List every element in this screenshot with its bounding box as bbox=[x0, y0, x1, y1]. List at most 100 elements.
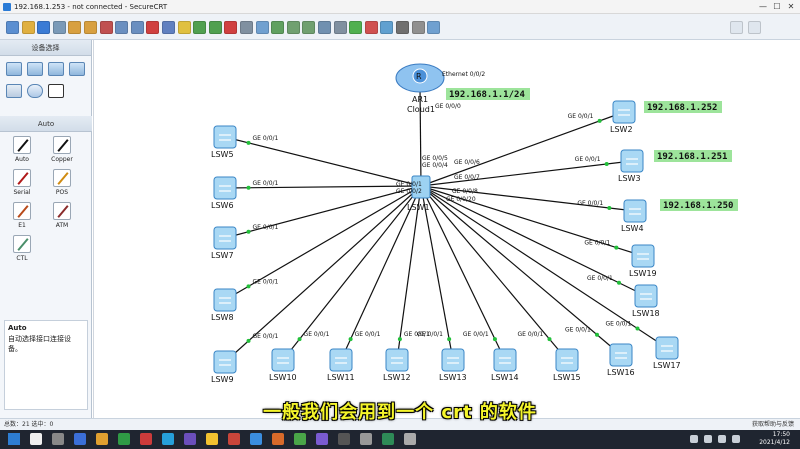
app-icon[interactable] bbox=[250, 433, 262, 445]
task-view-icon[interactable] bbox=[52, 433, 64, 445]
stop-all-icon[interactable] bbox=[364, 21, 378, 34]
select-icon[interactable] bbox=[162, 21, 175, 34]
help-feedback-link[interactable]: 获取帮助与反馈 bbox=[751, 421, 794, 428]
app-icon[interactable] bbox=[360, 433, 372, 445]
switch-icon[interactable] bbox=[213, 226, 237, 250]
comment-icon[interactable] bbox=[730, 21, 743, 34]
maximize-button[interactable]: ☐ bbox=[773, 2, 781, 11]
grid-icon[interactable] bbox=[333, 21, 347, 34]
paste-icon[interactable] bbox=[130, 21, 144, 34]
start-icon[interactable] bbox=[208, 21, 222, 34]
capture-all-icon[interactable] bbox=[380, 21, 394, 34]
print-icon[interactable] bbox=[52, 21, 66, 34]
new-icon[interactable] bbox=[6, 21, 19, 34]
switch-icon[interactable] bbox=[213, 350, 237, 374]
switch-name-lsw14: LSW14 bbox=[491, 373, 519, 382]
settings-icon[interactable] bbox=[240, 21, 253, 34]
drag-icon[interactable] bbox=[177, 21, 191, 34]
switch-icon[interactable] bbox=[631, 244, 655, 268]
volume-tray-icon[interactable] bbox=[704, 435, 712, 443]
switch-category-icon[interactable] bbox=[27, 62, 43, 76]
core-switch-icon[interactable] bbox=[411, 175, 431, 199]
switch-icon[interactable] bbox=[655, 336, 679, 360]
app-icon[interactable] bbox=[206, 433, 218, 445]
app-icon[interactable] bbox=[338, 433, 350, 445]
cable-e1[interactable]: E1 bbox=[6, 202, 38, 229]
switch-icon[interactable] bbox=[612, 100, 636, 124]
switch-icon[interactable] bbox=[385, 348, 409, 372]
app-icon[interactable] bbox=[404, 433, 416, 445]
cable-ctl[interactable]: CTL bbox=[6, 235, 38, 262]
switch-icon[interactable] bbox=[634, 284, 658, 308]
switch-icon[interactable] bbox=[441, 348, 465, 372]
cable-pos[interactable]: POS bbox=[46, 169, 78, 196]
zoom-out-icon[interactable] bbox=[302, 21, 316, 34]
network-tray-icon[interactable] bbox=[690, 435, 698, 443]
switch-icon[interactable] bbox=[213, 288, 237, 312]
firewall-category-icon[interactable] bbox=[69, 62, 85, 76]
open-icon[interactable] bbox=[21, 21, 35, 34]
console-icon[interactable] bbox=[396, 21, 409, 34]
switch-icon[interactable] bbox=[620, 149, 644, 173]
link-status-dot bbox=[595, 332, 599, 337]
file-explorer-icon[interactable] bbox=[96, 433, 108, 445]
zoom-in-icon[interactable] bbox=[286, 21, 300, 34]
switch-icon[interactable] bbox=[555, 348, 579, 372]
app-icon[interactable] bbox=[272, 433, 284, 445]
app-icon[interactable] bbox=[294, 433, 306, 445]
switch-icon[interactable] bbox=[271, 348, 295, 372]
save-icon[interactable] bbox=[37, 21, 51, 34]
browser-icon[interactable] bbox=[74, 433, 86, 445]
stop-icon[interactable] bbox=[224, 21, 238, 34]
help-icon[interactable] bbox=[427, 21, 441, 34]
switch-icon[interactable] bbox=[609, 343, 633, 367]
start-icon[interactable] bbox=[8, 433, 20, 445]
menu-icon[interactable] bbox=[748, 21, 761, 34]
clock-time: 17:50 bbox=[772, 431, 790, 438]
ime-tray-icon[interactable] bbox=[718, 435, 726, 443]
pc-category-icon[interactable] bbox=[6, 84, 22, 98]
cli-icon[interactable] bbox=[411, 21, 425, 34]
fit-icon[interactable] bbox=[318, 21, 331, 34]
undo-icon[interactable] bbox=[68, 21, 82, 34]
notification-icon[interactable] bbox=[732, 435, 740, 443]
capture-icon[interactable] bbox=[193, 21, 207, 34]
switch-icon[interactable] bbox=[493, 348, 517, 372]
start-all-icon[interactable] bbox=[349, 21, 363, 34]
switch-icon[interactable] bbox=[213, 125, 237, 149]
cable-auto[interactable]: Auto bbox=[6, 136, 38, 163]
redo-icon[interactable] bbox=[84, 21, 97, 34]
app-icon[interactable] bbox=[316, 433, 328, 445]
delete-icon[interactable] bbox=[146, 21, 160, 34]
app-icon[interactable] bbox=[228, 433, 240, 445]
cable-panel-title: Auto bbox=[0, 116, 92, 132]
cable-copper[interactable]: Copper bbox=[46, 136, 78, 163]
cable-category-icon[interactable] bbox=[48, 84, 64, 98]
router-icon[interactable] bbox=[412, 68, 428, 84]
ip-highlight bbox=[654, 150, 732, 162]
copy-icon[interactable] bbox=[115, 21, 129, 34]
app-icon[interactable] bbox=[382, 433, 394, 445]
cut-icon[interactable] bbox=[99, 21, 113, 34]
app-icon[interactable] bbox=[140, 433, 152, 445]
search-icon[interactable] bbox=[30, 433, 42, 445]
text-icon[interactable] bbox=[271, 21, 285, 34]
app-icon[interactable] bbox=[118, 433, 130, 445]
wlan-category-icon[interactable] bbox=[48, 62, 64, 76]
switch-name-lsw3: LSW3 bbox=[618, 174, 641, 183]
minimize-button[interactable]: — bbox=[759, 2, 767, 11]
switch-icon[interactable] bbox=[623, 199, 647, 223]
switch-icon[interactable] bbox=[329, 348, 353, 372]
cloud-category-icon[interactable] bbox=[27, 84, 43, 98]
hub-port-label: GE 0/0/20 bbox=[446, 196, 476, 203]
close-button[interactable]: ✕ bbox=[787, 2, 795, 11]
router-category-icon[interactable] bbox=[6, 62, 22, 76]
cable-serial[interactable]: Serial bbox=[6, 169, 38, 196]
topology-icon[interactable] bbox=[255, 21, 269, 34]
cable-atm[interactable]: ATM bbox=[46, 202, 78, 229]
hub-port-label: GE 0/0/5 bbox=[422, 155, 448, 162]
switch-icon[interactable] bbox=[213, 176, 237, 200]
app-icon[interactable] bbox=[184, 433, 196, 445]
app-icon[interactable] bbox=[162, 433, 174, 445]
